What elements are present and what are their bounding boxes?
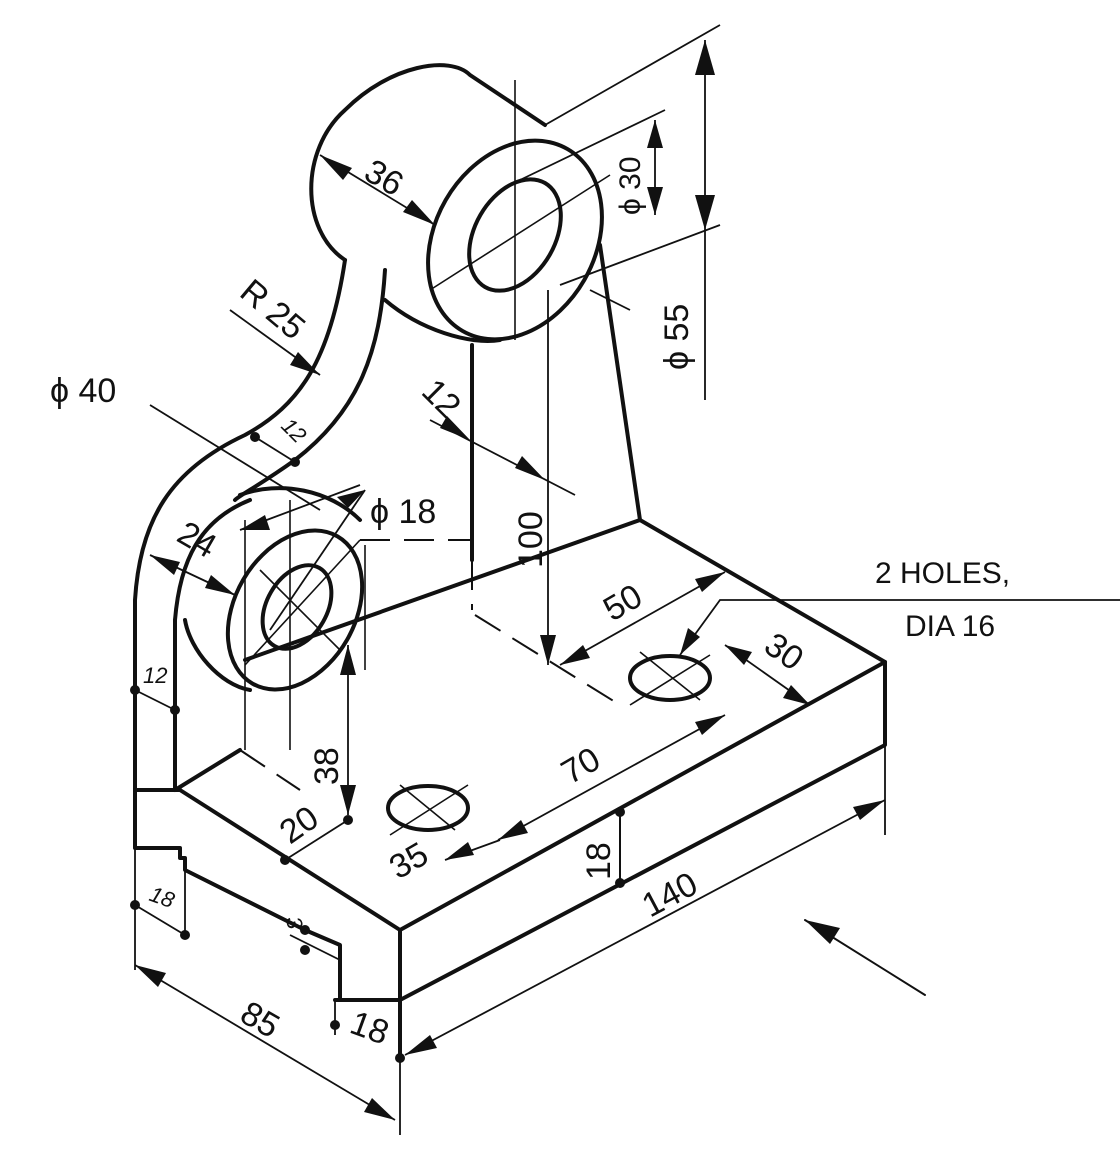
dim-phi55: ϕ 55 <box>658 304 696 370</box>
dimension-labels: 36 ϕ 30 ϕ 55 R 25 ϕ 40 12 12 100 ϕ 18 24… <box>50 152 1010 1052</box>
note-holes-line1: 2 HOLES, <box>875 557 1010 590</box>
dim-18-step: 18 <box>146 881 178 913</box>
dim-140: 140 <box>636 865 704 925</box>
dim-phi18: ϕ 18 <box>370 493 436 531</box>
dim-12-side: 12 <box>143 663 167 688</box>
dim-3: 3 <box>281 915 308 932</box>
dim-50: 50 <box>597 577 649 629</box>
hidden-lines <box>239 539 621 791</box>
dim-30: 30 <box>757 625 810 678</box>
dim-phi30: ϕ 30 <box>614 156 647 215</box>
dim-85: 85 <box>234 994 286 1046</box>
dim-38: 38 <box>308 747 346 785</box>
dim-35: 35 <box>383 835 435 887</box>
dim-r25: R 25 <box>233 272 312 347</box>
dimension-dots <box>130 432 625 1063</box>
dim-12-web: 12 <box>414 372 468 426</box>
dim-36: 36 <box>358 152 410 204</box>
base-block <box>133 518 887 1062</box>
dim-18-front: 18 <box>580 842 618 880</box>
dim-12-top: 12 <box>276 413 311 448</box>
top-boss <box>309 63 611 343</box>
note-holes-line2: DIA 16 <box>905 610 995 643</box>
dimension-lines <box>134 24 1120 1135</box>
dim-100: 100 <box>512 511 550 568</box>
dim-20: 20 <box>273 799 326 852</box>
dim-18-base: 18 <box>345 1004 394 1053</box>
upright-web <box>133 243 642 692</box>
base-holes <box>386 651 712 836</box>
lower-boss <box>183 486 366 750</box>
dim-phi40: ϕ 40 <box>50 372 116 410</box>
